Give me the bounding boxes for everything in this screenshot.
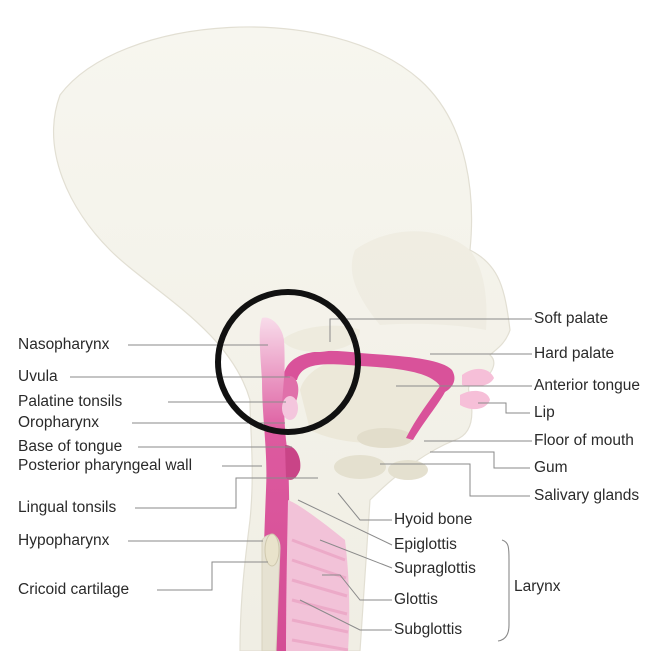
label-nasopharynx: Nasopharynx bbox=[18, 336, 109, 354]
palatine-tonsil-shape bbox=[282, 396, 298, 420]
salivary-gland-shape-1 bbox=[334, 455, 386, 479]
label-glottis: Glottis bbox=[394, 591, 438, 609]
label-palatine-tonsils: Palatine tonsils bbox=[18, 393, 122, 411]
label-hypopharynx: Hypopharynx bbox=[18, 532, 109, 550]
label-base-of-tongue: Base of tongue bbox=[18, 438, 122, 456]
label-anterior-tongue: Anterior tongue bbox=[534, 377, 640, 395]
larynx-bracket bbox=[498, 540, 509, 641]
label-uvula: Uvula bbox=[18, 368, 58, 386]
lower-lip bbox=[460, 391, 490, 409]
floor-of-mouth-shape bbox=[357, 428, 413, 448]
cricoid-marker bbox=[265, 534, 279, 566]
label-subglottis: Subglottis bbox=[394, 621, 462, 639]
label-gum: Gum bbox=[534, 459, 568, 477]
label-oropharynx: Oropharynx bbox=[18, 414, 99, 432]
label-lip: Lip bbox=[534, 404, 555, 422]
label-supraglottis: Supraglottis bbox=[394, 560, 476, 578]
label-epiglottis: Epiglottis bbox=[394, 536, 457, 554]
label-soft-palate: Soft palate bbox=[534, 310, 608, 328]
label-hard-palate: Hard palate bbox=[534, 345, 614, 363]
label-salivary-glands: Salivary glands bbox=[534, 487, 639, 505]
label-floor-of-mouth: Floor of mouth bbox=[534, 432, 634, 450]
label-larynx: Larynx bbox=[514, 578, 561, 596]
label-cricoid-cartilage: Cricoid cartilage bbox=[18, 581, 129, 599]
salivary-gland-shape-2 bbox=[388, 460, 428, 480]
label-lingual-tonsils: Lingual tonsils bbox=[18, 499, 116, 517]
label-hyoid-bone: Hyoid bone bbox=[394, 511, 472, 529]
label-posterior-pharyngeal-wall: Posterior pharyngeal wall bbox=[18, 457, 192, 475]
